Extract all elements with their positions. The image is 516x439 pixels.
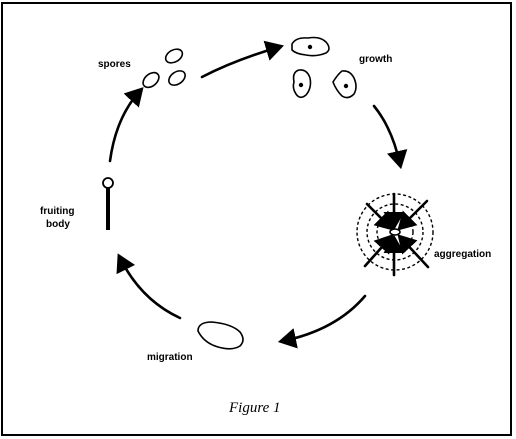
arrow-growth-to-aggregation: [372, 104, 408, 170]
fruiting-body-illustration: [102, 177, 114, 230]
aggregation-label: aggregation: [434, 249, 491, 260]
growth-cells-illustration: [291, 36, 357, 99]
migration-slug-illustration: [197, 321, 244, 350]
aggregation-illustration: [356, 192, 434, 277]
fruiting-label-line2: body: [46, 219, 70, 230]
migration-label: migration: [147, 352, 193, 363]
figure-caption: Figure 1: [228, 400, 281, 416]
growth-label: growth: [359, 54, 392, 65]
arrow-migration-to-fruiting: [116, 253, 182, 320]
spores-illustration: [142, 48, 186, 89]
spores-label: spores: [98, 59, 131, 70]
figure-frame: [1, 2, 512, 436]
arrow-fruiting-to-spores: [108, 87, 144, 163]
arrow-aggregation-to-migration: [277, 294, 367, 349]
arrow-spores-to-growth: [200, 40, 284, 79]
cycle-arrows: [108, 40, 408, 349]
fruiting-label-line1: fruiting: [40, 206, 74, 217]
